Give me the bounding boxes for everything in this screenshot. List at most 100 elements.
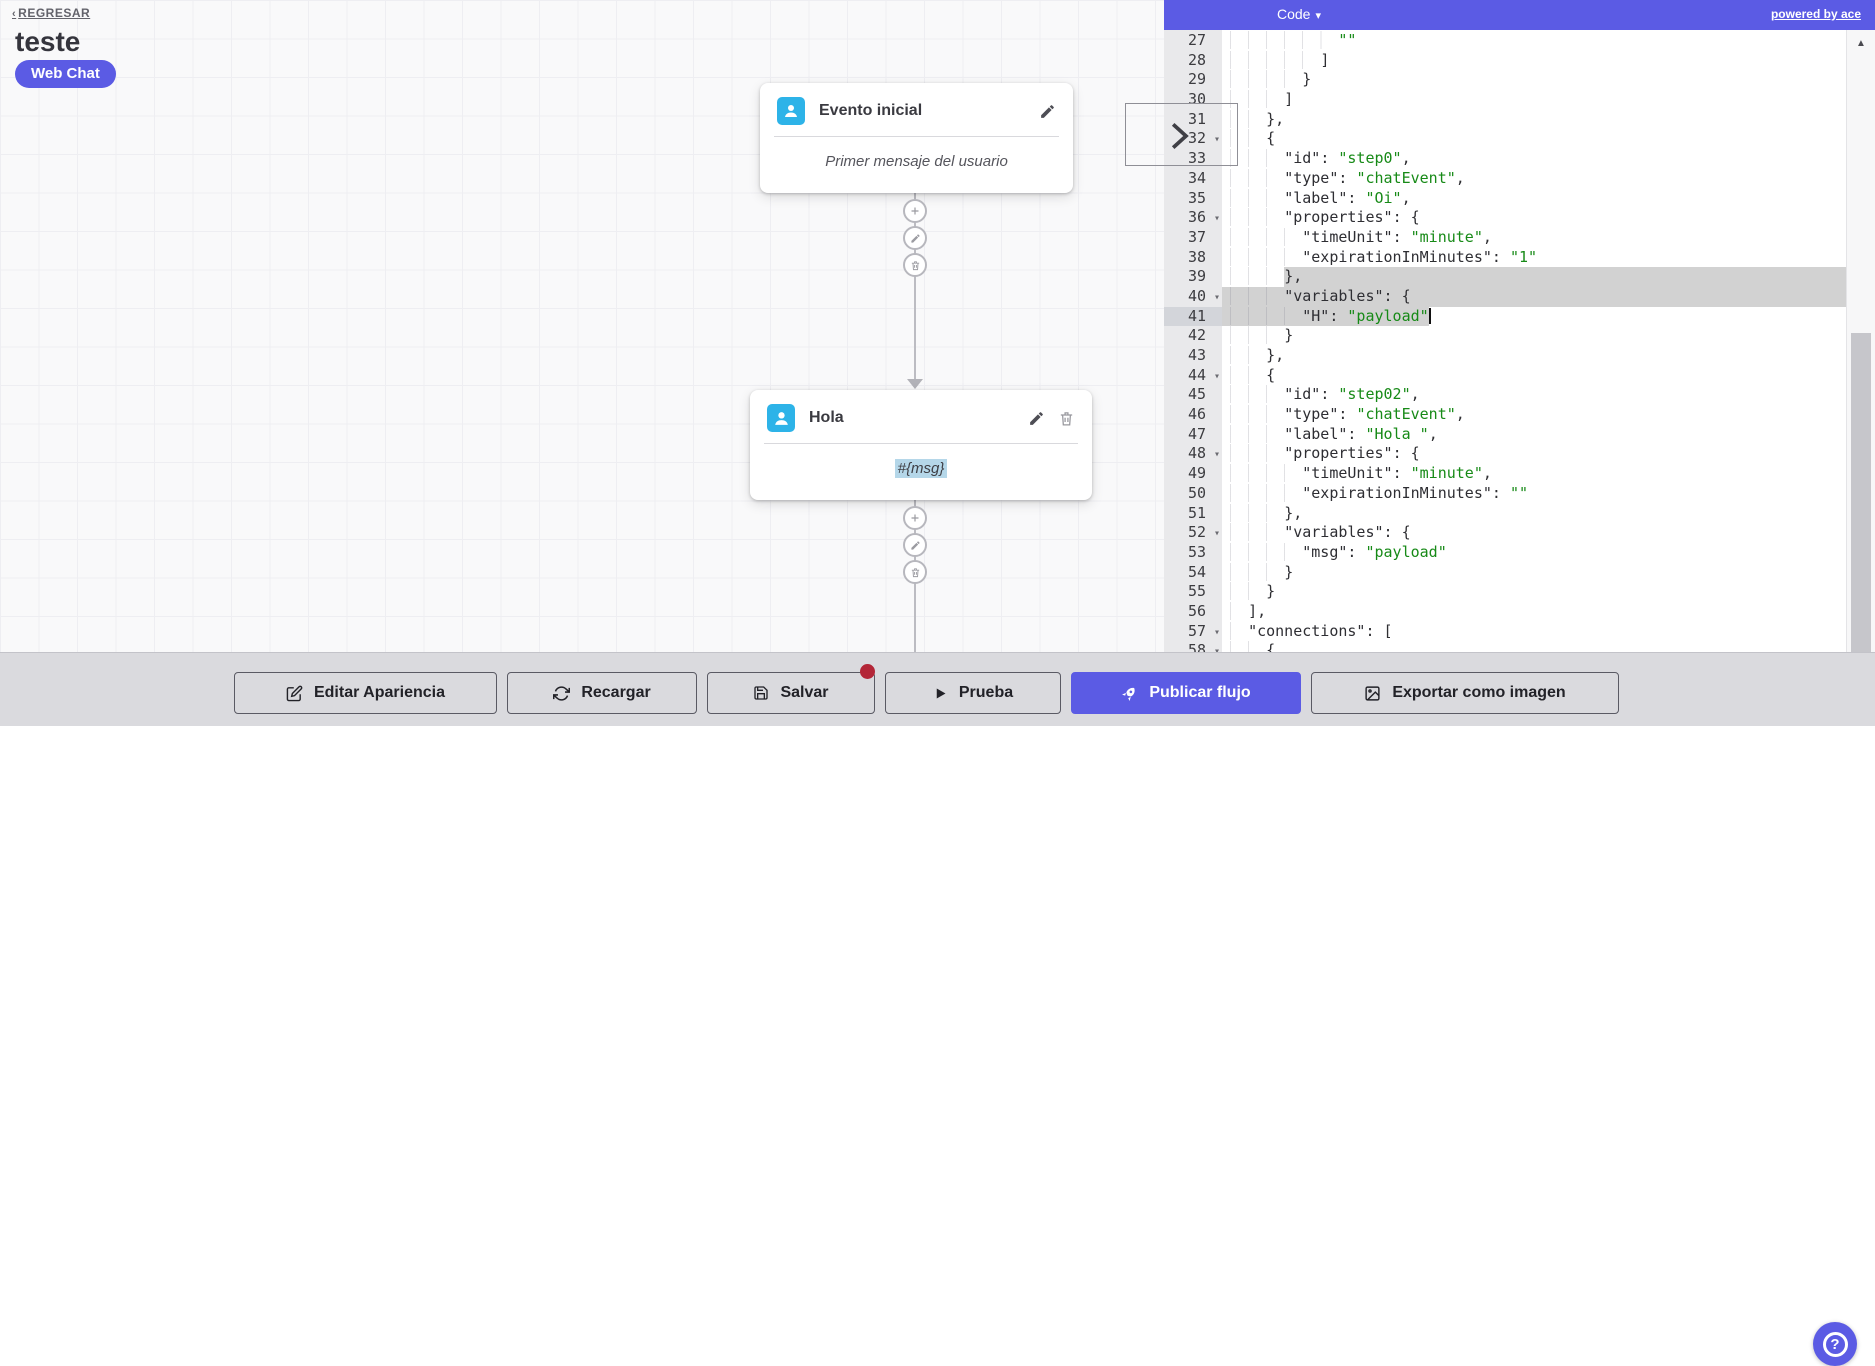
export-image-button[interactable]: Exportar como imagen	[1311, 672, 1619, 714]
fold-toggle-icon[interactable]: ▾	[1213, 213, 1220, 225]
node-header: Evento inicial	[760, 83, 1073, 136]
divider	[774, 136, 1059, 137]
gutter-line: 43	[1164, 346, 1222, 366]
edit-connection-button[interactable]	[903, 533, 927, 557]
edit-connection-button[interactable]	[903, 226, 927, 250]
code-line: "connections": [	[1222, 621, 1846, 642]
line-number: 27	[1187, 31, 1206, 49]
gutter-line: 42	[1164, 326, 1222, 346]
edit-square-icon	[286, 685, 303, 701]
fold-toggle-icon[interactable]: ▾	[1213, 646, 1220, 652]
code-line: }	[1222, 326, 1846, 346]
gutter-line: 49	[1164, 464, 1222, 484]
gutter-line: 31	[1164, 110, 1222, 130]
editor-content[interactable]: "" ] } ] }, { "id": "step0", "type": "ch…	[1222, 30, 1846, 652]
code-line: },	[1222, 109, 1846, 130]
gutter-line: 36 ▾	[1164, 208, 1222, 228]
fold-toggle-icon[interactable]: ▾	[1213, 449, 1220, 461]
delete-connection-button[interactable]	[903, 253, 927, 277]
gutter-line: 32▾	[1164, 129, 1222, 149]
node-body-text: #{msg}	[750, 444, 1092, 493]
line-number: 58	[1187, 641, 1206, 652]
play-icon	[936, 688, 946, 698]
line-number: 42	[1187, 326, 1206, 345]
back-chevron-icon: ‹	[12, 8, 17, 20]
line-number: 53	[1187, 542, 1206, 561]
editor-scrollbar[interactable]: ▲	[1846, 30, 1875, 652]
gutter-line: 58 ▾	[1164, 641, 1222, 652]
add-step-button[interactable]	[903, 506, 927, 530]
code-line: ""	[1222, 31, 1846, 51]
code-line: "expirationInMinutes": ""	[1222, 483, 1846, 504]
fold-toggle-icon[interactable]: ▾	[1213, 134, 1220, 146]
line-number: 36	[1187, 208, 1206, 227]
chevron-down-icon: ▾	[1315, 10, 1321, 22]
gutter-line: 53	[1164, 543, 1222, 563]
delete-connection-button[interactable]	[903, 560, 927, 584]
delete-node-icon[interactable]	[1058, 410, 1075, 427]
code-line: {	[1222, 365, 1846, 386]
scroll-up-icon[interactable]: ▲	[1856, 38, 1866, 49]
test-button[interactable]: Prueba	[885, 672, 1061, 714]
rocket-icon	[1122, 687, 1135, 701]
collapse-code-panel-button[interactable]	[1125, 103, 1238, 166]
line-number: 55	[1187, 582, 1206, 601]
line-number: 33	[1187, 149, 1206, 168]
fold-toggle-icon[interactable]: ▾	[1213, 370, 1220, 382]
scrollbar-thumb[interactable]	[1851, 333, 1871, 652]
gutter-line: 35	[1164, 189, 1222, 209]
line-number: 41	[1187, 306, 1206, 325]
code-line: "expirationInMinutes": "1"	[1222, 247, 1846, 268]
add-step-button[interactable]	[903, 199, 927, 223]
edit-appearance-button[interactable]: Editar Apariencia	[234, 672, 497, 714]
image-icon	[1365, 685, 1380, 701]
code-line: }	[1222, 70, 1846, 90]
publish-flow-button[interactable]: Publicar flujo	[1071, 672, 1301, 714]
gutter-line: 56	[1164, 602, 1222, 622]
back-link[interactable]: ‹REGRESAR	[12, 6, 91, 20]
line-number: 40	[1187, 286, 1206, 305]
node-hola[interactable]: Hola #{msg}	[750, 390, 1092, 500]
unsaved-changes-dot	[860, 664, 875, 679]
code-line: "properties": {	[1222, 444, 1846, 464]
code-line: "id": "step0",	[1222, 149, 1846, 169]
node-title: Evento inicial	[819, 102, 923, 119]
line-number: 54	[1187, 562, 1206, 581]
code-line: "msg": "payload"	[1222, 542, 1846, 563]
node-header: Hola	[750, 390, 1092, 443]
powered-by-ace-link[interactable]: powered by ace	[1770, 7, 1861, 21]
gutter-line: 47	[1164, 425, 1222, 445]
gutter-line: 46	[1164, 405, 1222, 425]
connector-actions	[903, 199, 927, 277]
selection-highlight	[1284, 267, 1846, 287]
refresh-icon	[553, 685, 571, 701]
gutter-line: 37	[1164, 228, 1222, 248]
fold-toggle-icon[interactable]: ▾	[1213, 626, 1220, 638]
edit-node-icon[interactable]	[1028, 410, 1045, 427]
line-number: 31	[1187, 109, 1206, 128]
fold-toggle-icon[interactable]: ▾	[1213, 291, 1220, 303]
code-line: }	[1222, 582, 1846, 602]
save-button[interactable]: Salvar	[707, 672, 875, 714]
connector-line	[914, 192, 916, 382]
help-button[interactable]: ?	[1813, 1322, 1857, 1366]
bottom-toolbar: Editar Apariencia Recargar Salvar Prueba…	[0, 652, 1875, 1366]
code-line: "label": "Hola ",	[1222, 424, 1846, 445]
code-line: "variables": {	[1222, 286, 1846, 307]
node-body-text: Primer mensaje del usuario	[825, 153, 1008, 170]
code-mode-dropdown[interactable]: Code▾	[1277, 6, 1321, 22]
line-number: 45	[1187, 385, 1206, 404]
code-line: },	[1222, 503, 1846, 524]
node-evento-inicial[interactable]: Evento inicial Primer mensaje del usuari…	[760, 83, 1073, 193]
edit-node-icon[interactable]	[1039, 103, 1056, 120]
fold-toggle-icon[interactable]: ▾	[1213, 528, 1220, 540]
code-line: "H": "payload"	[1222, 306, 1846, 327]
user-icon	[767, 404, 795, 432]
code-line: },	[1222, 346, 1846, 366]
code-line: "properties": {	[1222, 208, 1846, 228]
flow-canvas[interactable]: ‹REGRESAR teste Web Chat Evento inicial …	[0, 0, 1164, 652]
gutter-line: 48▾	[1164, 444, 1222, 464]
gutter-line: 51	[1164, 504, 1222, 524]
reload-button[interactable]: Recargar	[507, 672, 697, 714]
